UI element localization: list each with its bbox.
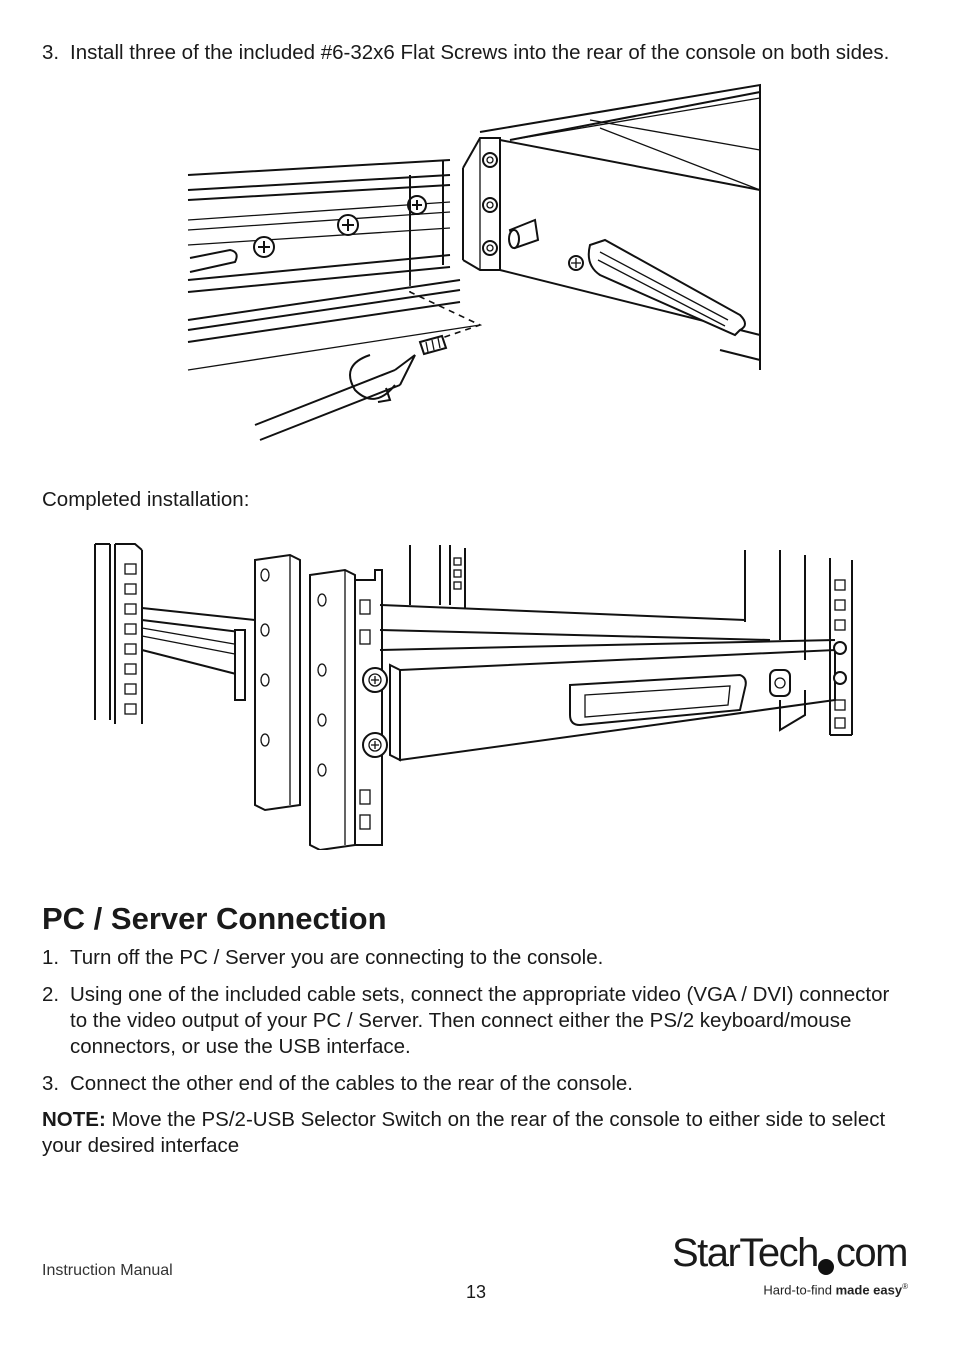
list-item: 3. Connect the other end of the cables to… [42, 1071, 902, 1097]
list-item: 2. Using one of the included cable sets, … [42, 982, 902, 1060]
step-number: 1. [42, 946, 60, 969]
note-paragraph: NOTE: Move the PS/2-USB Selector Switch … [42, 1107, 922, 1159]
logo-suffix-text: com [835, 1231, 909, 1275]
tagline-regular: Hard-to-find [763, 1282, 836, 1298]
step-number: 2. [42, 983, 60, 1006]
step-text: Turn off the PC / Server you are connect… [70, 946, 604, 969]
logo-wordmark: StarTech com [672, 1228, 909, 1278]
completed-installation-illustration [94, 543, 853, 850]
figure-caption: Completed installation: [42, 488, 250, 511]
screwdriver-icon [254, 354, 416, 441]
registered-mark: ® [902, 1282, 908, 1291]
tagline-bold: made easy [835, 1282, 903, 1298]
screw-icon [253, 236, 275, 258]
section-title: PC / Server Connection [42, 901, 387, 936]
logo-main-text: StarTech [672, 1231, 819, 1275]
logo-tagline: Hard-to-find made easy® [763, 1282, 908, 1297]
screw-icon [407, 195, 427, 215]
step-text: Connect the other end of the cables to t… [70, 1072, 633, 1095]
note-label: NOTE: [42, 1108, 106, 1131]
document-label: Instruction Manual [42, 1262, 173, 1279]
console-handle-icon [569, 673, 747, 727]
flat-screw-icon [418, 334, 448, 356]
thumb-screw-icon [362, 667, 388, 693]
step-number: 3. [42, 41, 60, 64]
step-number: 3. [42, 1072, 60, 1095]
screw-icon [337, 214, 359, 236]
thumb-screw-icon [769, 669, 791, 697]
note-text: Move the PS/2-USB Selector Switch on the… [42, 1108, 886, 1157]
install-screws-step: 3. Install three of the included #6-32x6… [42, 40, 902, 66]
step-text: Using one of the included cable sets, co… [70, 983, 890, 1058]
startech-logo: StarTech com Hard-to-find made easy® [668, 1228, 908, 1303]
screw-icon [568, 255, 584, 271]
logo-dot-icon [818, 1259, 834, 1275]
step-text: Install three of the included #6-32x6 Fl… [70, 41, 890, 64]
screw-install-illustration [187, 83, 761, 441]
connection-steps-list: 1. Turn off the PC / Server you are conne… [42, 945, 902, 1108]
thumb-screw-icon [362, 732, 388, 758]
page-number: 13 [466, 1282, 487, 1302]
list-item: 1. Turn off the PC / Server you are conne… [42, 945, 902, 971]
